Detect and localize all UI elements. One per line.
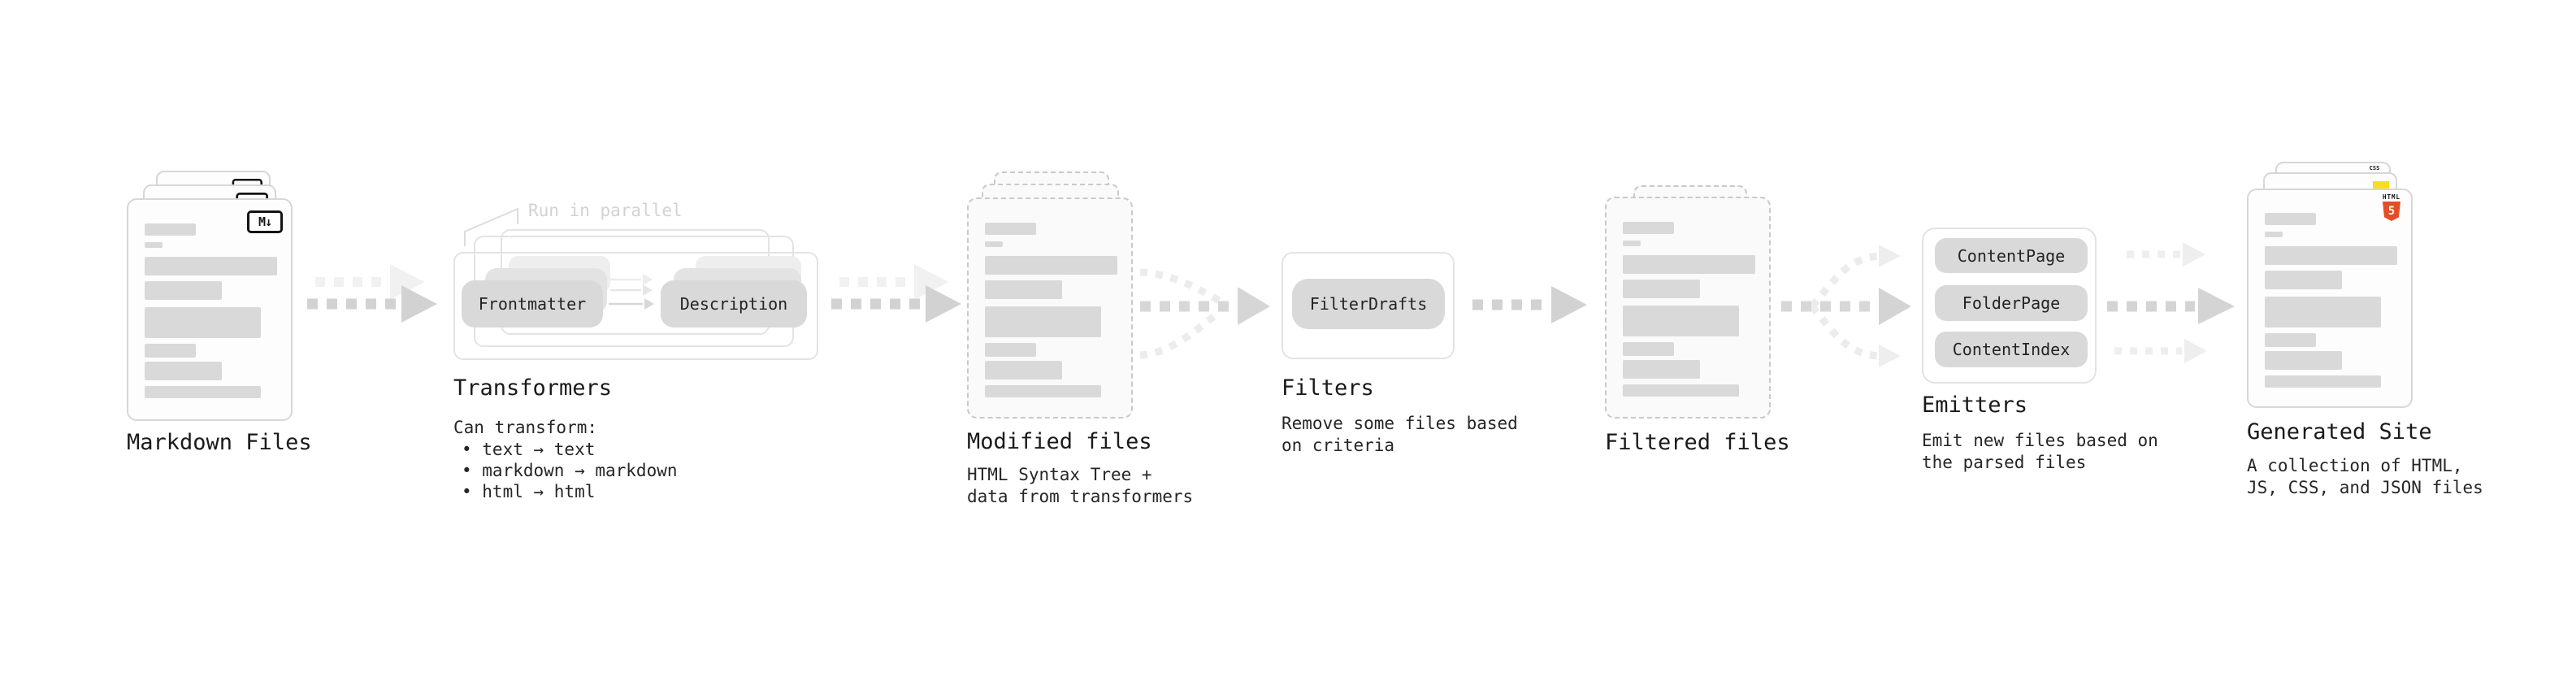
- placeholder-text-bars: [985, 223, 1117, 397]
- transformers-caption-bullet: • markdown → markdown: [462, 461, 678, 480]
- markdown-file-card-front: M↓: [127, 198, 293, 421]
- transformer-chip-description: Description: [661, 280, 807, 327]
- filter-chip-filterdrafts: FilterDrafts: [1292, 279, 1445, 329]
- emitter-chip-folderpage: FolderPage: [1935, 285, 2088, 321]
- stage-title-filtered-files: Filtered files: [1605, 430, 1790, 455]
- stage-title-emitters: Emitters: [1922, 393, 2028, 418]
- modified-files-caption-line: HTML Syntax Tree +: [967, 465, 1152, 484]
- placeholder-text-bars: [2265, 213, 2397, 388]
- run-in-parallel-note: Run in parallel: [528, 201, 683, 220]
- stage-title-transformers: Transformers: [453, 375, 613, 401]
- transformer-chip-frontmatter: Frontmatter: [462, 280, 603, 327]
- placeholder-text-bars: [1623, 222, 1755, 397]
- transformer-container-front: [453, 252, 818, 360]
- filters-caption-line: Remove some files based: [1281, 414, 1518, 433]
- run-in-parallel-connector: [464, 207, 518, 246]
- stage-title-filters: Filters: [1281, 375, 1374, 401]
- arrow-transformers-to-modified: [831, 264, 961, 323]
- emitters-container: [1922, 228, 2097, 384]
- modified-files-caption-line: data from transformers: [967, 487, 1194, 506]
- transformers-caption-bullet: • text → text: [462, 440, 596, 459]
- stage-title-markdown-files: Markdown Files: [127, 430, 312, 455]
- site-file-card-front: HTML 5: [2247, 189, 2413, 408]
- html5-icon: HTML 5: [2382, 194, 2401, 221]
- generated-site-caption-line: A collection of HTML,: [2247, 456, 2463, 475]
- generated-site-caption-line: JS, CSS, and JSON files: [2247, 478, 2483, 497]
- arrow-filters-to-filtered: [1472, 286, 1587, 323]
- arrow-modified-to-filters-converge: [1139, 268, 1270, 359]
- filtered-file-card: [1605, 197, 1771, 419]
- emitter-chip-contentindex: ContentIndex: [1935, 332, 2088, 367]
- markdown-icon: M↓: [247, 210, 283, 233]
- transformers-caption-bullet: • html → html: [462, 482, 596, 501]
- transformers-caption-line: Can transform:: [453, 418, 598, 437]
- arrow-markdown-to-transformers: [307, 264, 437, 323]
- arrow-filtered-to-emitters-diverge: [1781, 245, 1911, 367]
- modified-file-card: [967, 197, 1133, 419]
- chip-to-chip-arrows: [609, 274, 654, 310]
- stage-title-modified-files: Modified files: [967, 429, 1152, 454]
- arrow-emitters-to-site: [2107, 242, 2235, 363]
- placeholder-text-bars: [145, 223, 277, 398]
- emitters-caption-line: the parsed files: [1922, 453, 2087, 472]
- emitters-caption-line: Emit new files based on: [1922, 431, 2158, 450]
- filters-container: [1281, 252, 1455, 359]
- emitter-chip-contentpage: ContentPage: [1935, 238, 2088, 273]
- filters-caption-line: on criteria: [1281, 436, 1395, 455]
- stage-title-generated-site: Generated Site: [2247, 419, 2432, 445]
